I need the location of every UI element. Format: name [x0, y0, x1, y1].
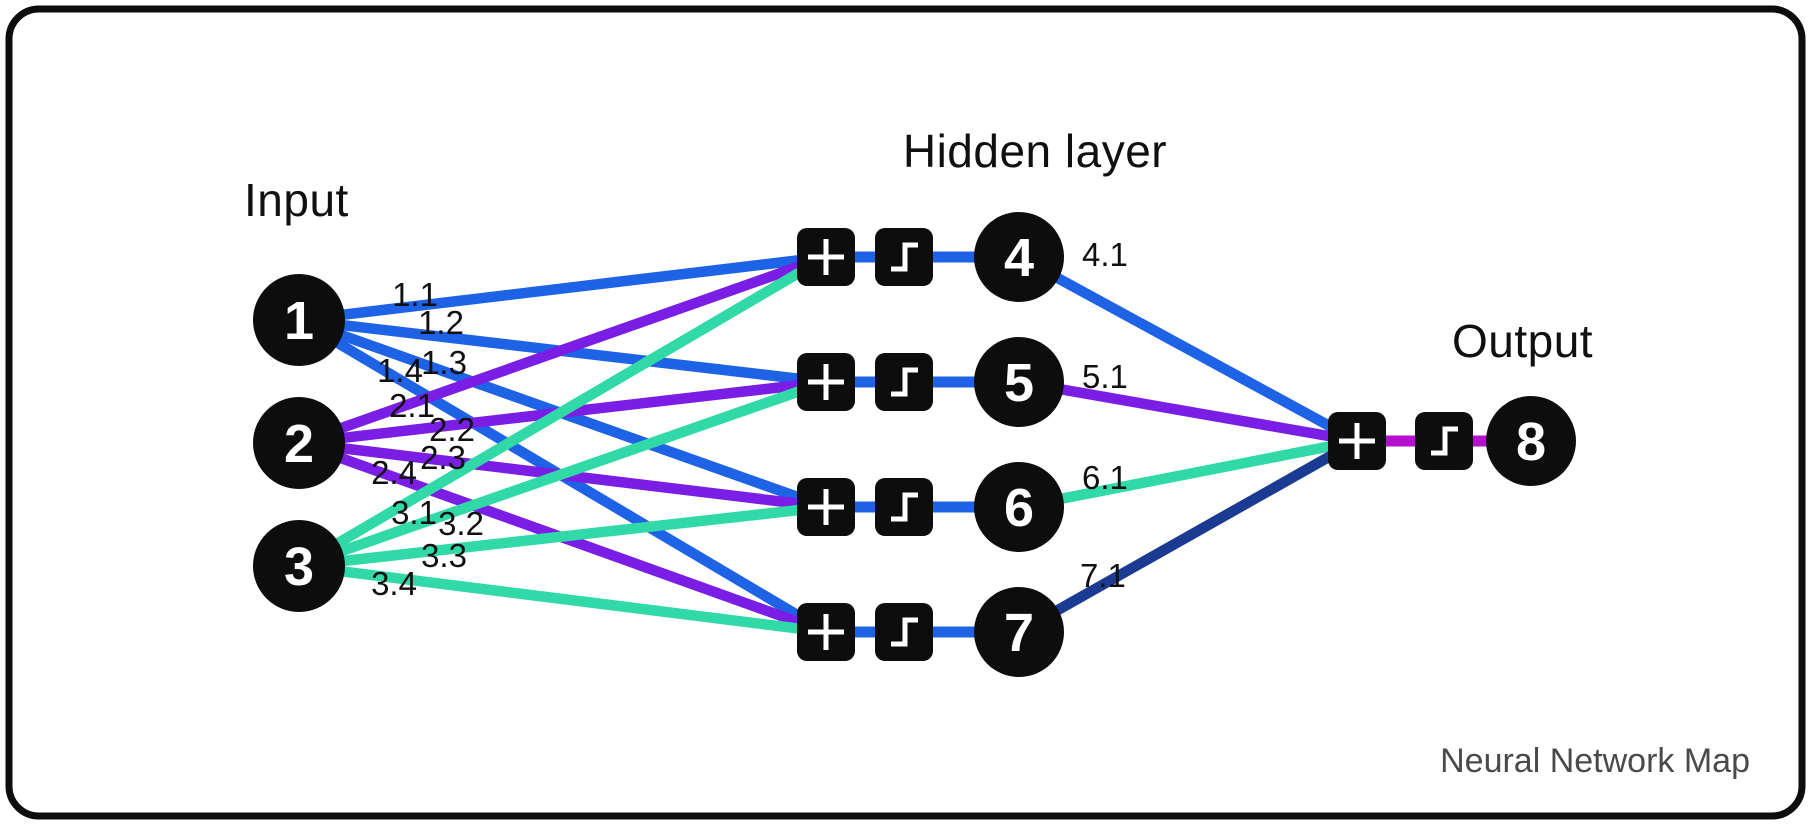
diagram-border — [5, 5, 1806, 820]
step-function-icon — [891, 492, 918, 522]
node-hidden-7-label: 7 — [1004, 603, 1034, 663]
weight-label: 3.3 — [421, 537, 467, 574]
input-layer-title: Input — [244, 174, 349, 226]
hidden-layer-title: Hidden layer — [903, 125, 1167, 177]
weight-label: 5.1 — [1082, 358, 1128, 395]
weight-labels-hidden-output: 4.1 5.1 6.1 7.1 — [1080, 236, 1128, 594]
edge-input1-hidden4 — [293, 251, 832, 326]
step-function-icon — [891, 367, 918, 397]
weight-label: 3.4 — [371, 565, 417, 602]
weight-label: 1.1 — [392, 276, 438, 313]
node-hidden-4 — [974, 212, 1064, 302]
node-input-1 — [253, 274, 345, 366]
edge-hidden6-output8 — [1013, 435, 1363, 513]
edges-hidden-to-output — [1013, 251, 1363, 638]
weight-label: 4.1 — [1082, 236, 1128, 273]
weight-label: 3.2 — [438, 505, 484, 542]
node-output-8 — [1486, 396, 1576, 486]
hidden5-operators — [797, 353, 933, 411]
output-layer-nodes: 8 — [1486, 396, 1576, 486]
node-input-3-label: 3 — [284, 537, 314, 597]
output-operators — [1328, 412, 1473, 470]
hidden4-operators — [797, 228, 933, 286]
hidden-layer-nodes: 4 5 6 7 — [974, 212, 1064, 677]
edge-hidden4-output8 — [1013, 251, 1363, 447]
plus-icon — [808, 489, 844, 525]
weight-label: 7.1 — [1080, 557, 1126, 594]
node-hidden-6 — [974, 462, 1064, 552]
node-input-2 — [253, 397, 345, 489]
edges-from-input-3 — [293, 251, 832, 638]
diagram-caption: Neural Network Map — [1440, 742, 1750, 780]
input-layer-nodes: 1 2 3 — [253, 274, 345, 612]
node-hidden-5 — [974, 337, 1064, 427]
weight-label: 1.3 — [421, 344, 467, 381]
hidden6-operators — [797, 478, 933, 536]
plus-icon — [808, 614, 844, 650]
node-hidden-7 — [974, 587, 1064, 677]
weight-label: 2.2 — [429, 411, 475, 448]
hidden7-operators — [797, 603, 933, 661]
node-input-2-label: 2 — [284, 414, 314, 474]
plus-icon — [1339, 423, 1375, 459]
edge-input3-hidden6 — [293, 501, 832, 572]
weight-label: 3.1 — [391, 494, 437, 531]
edge-input3-hidden5 — [293, 376, 832, 572]
step-function-icon — [891, 617, 918, 647]
edge-input3-hidden7 — [293, 560, 832, 638]
edge-hidden7-output8 — [1013, 435, 1363, 638]
edge-input3-hidden4 — [293, 251, 832, 572]
node-hidden-5-label: 5 — [1004, 353, 1034, 413]
weight-label: 1.4 — [377, 352, 423, 389]
weight-label: 6.1 — [1082, 459, 1128, 496]
edge-hidden5-output8 — [1013, 376, 1363, 447]
node-input-1-label: 1 — [284, 291, 314, 351]
node-input-3 — [253, 520, 345, 612]
node-output-8-label: 8 — [1516, 412, 1546, 472]
weight-label: 2.3 — [420, 439, 466, 476]
weight-label: 1.2 — [418, 304, 464, 341]
plus-icon — [808, 364, 844, 400]
edge-input2-hidden4 — [293, 251, 832, 449]
plus-icon — [808, 239, 844, 275]
weight-label: 2.4 — [371, 454, 417, 491]
weight-label: 2.1 — [389, 387, 435, 424]
step-function-icon — [1431, 426, 1458, 456]
node-hidden-4-label: 4 — [1004, 228, 1034, 288]
node-hidden-6-label: 6 — [1004, 478, 1034, 538]
weight-labels-input-hidden: 1.1 1.2 1.3 1.4 2.1 2.2 2.3 2.4 3.1 3.2 … — [371, 276, 484, 602]
step-function-icon — [891, 242, 918, 272]
output-layer-title: Output — [1452, 315, 1593, 367]
